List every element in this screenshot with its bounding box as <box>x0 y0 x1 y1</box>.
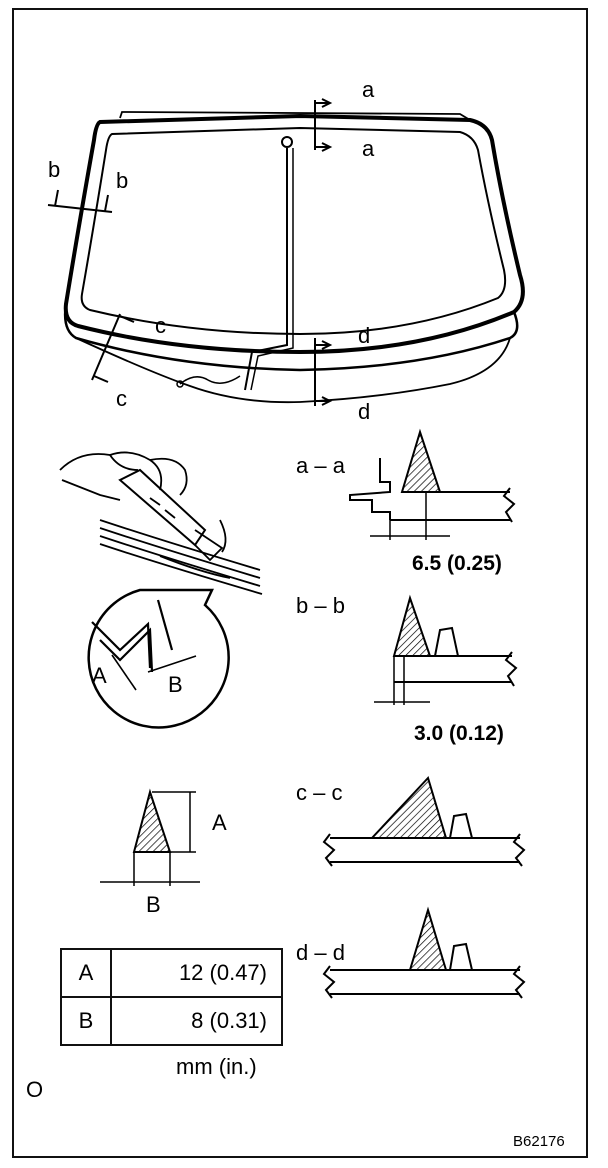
corner-mark: O <box>26 1077 43 1102</box>
cut-label-a-bottom: a <box>362 136 375 161</box>
cut-mark-b <box>47 189 113 213</box>
cut-mark-c <box>91 313 135 383</box>
inset-label-a: A <box>92 663 107 688</box>
section-d-label: d – d <box>296 940 345 965</box>
section-b-dimension: 3.0 (0.12) <box>414 722 504 745</box>
table-row: A 12 (0.47) <box>60 948 283 998</box>
cut-label-c-bottom: c <box>116 386 127 411</box>
section-b-drawing <box>374 594 518 705</box>
windshield-glass <box>63 111 525 404</box>
unit-label: mm (in.) <box>176 1054 257 1079</box>
cut-mark-a <box>314 98 333 152</box>
bead-height-label: A <box>212 810 227 835</box>
section-d-drawing <box>322 906 526 999</box>
section-a-drawing <box>349 428 516 540</box>
cut-label-d-top: d <box>358 323 370 348</box>
inset-label-b: B <box>168 672 183 697</box>
cut-label-b-right: b <box>116 168 128 193</box>
cut-label-c-top: c <box>155 313 166 338</box>
bead-detail-inset <box>87 588 230 729</box>
figure-code: B62176 <box>513 1133 565 1150</box>
adhesive-gun-hand-illustration <box>59 451 263 595</box>
spec-key: A <box>60 948 112 998</box>
section-a-label: a – a <box>296 453 346 478</box>
spec-value: 8 (0.31) <box>110 996 283 1046</box>
section-c-label: c – c <box>296 780 342 805</box>
spec-table: A 12 (0.47) B 8 (0.31) <box>60 948 283 1046</box>
cut-mark-d <box>314 338 333 406</box>
cut-label-b-left: b <box>48 157 60 182</box>
figure-frame <box>12 8 588 1158</box>
section-c-drawing <box>322 776 526 867</box>
table-row: B 8 (0.31) <box>60 996 283 1046</box>
bead-width-label: B <box>146 892 161 917</box>
section-b-label: b – b <box>296 593 345 618</box>
bead-size-drawing <box>100 788 200 886</box>
section-a-dimension: 6.5 (0.25) <box>412 552 502 575</box>
cut-label-a-top: a <box>362 77 375 102</box>
spec-value: 12 (0.47) <box>110 948 283 998</box>
spec-key: B <box>60 996 112 1046</box>
cut-label-d-bottom: d <box>358 399 370 424</box>
